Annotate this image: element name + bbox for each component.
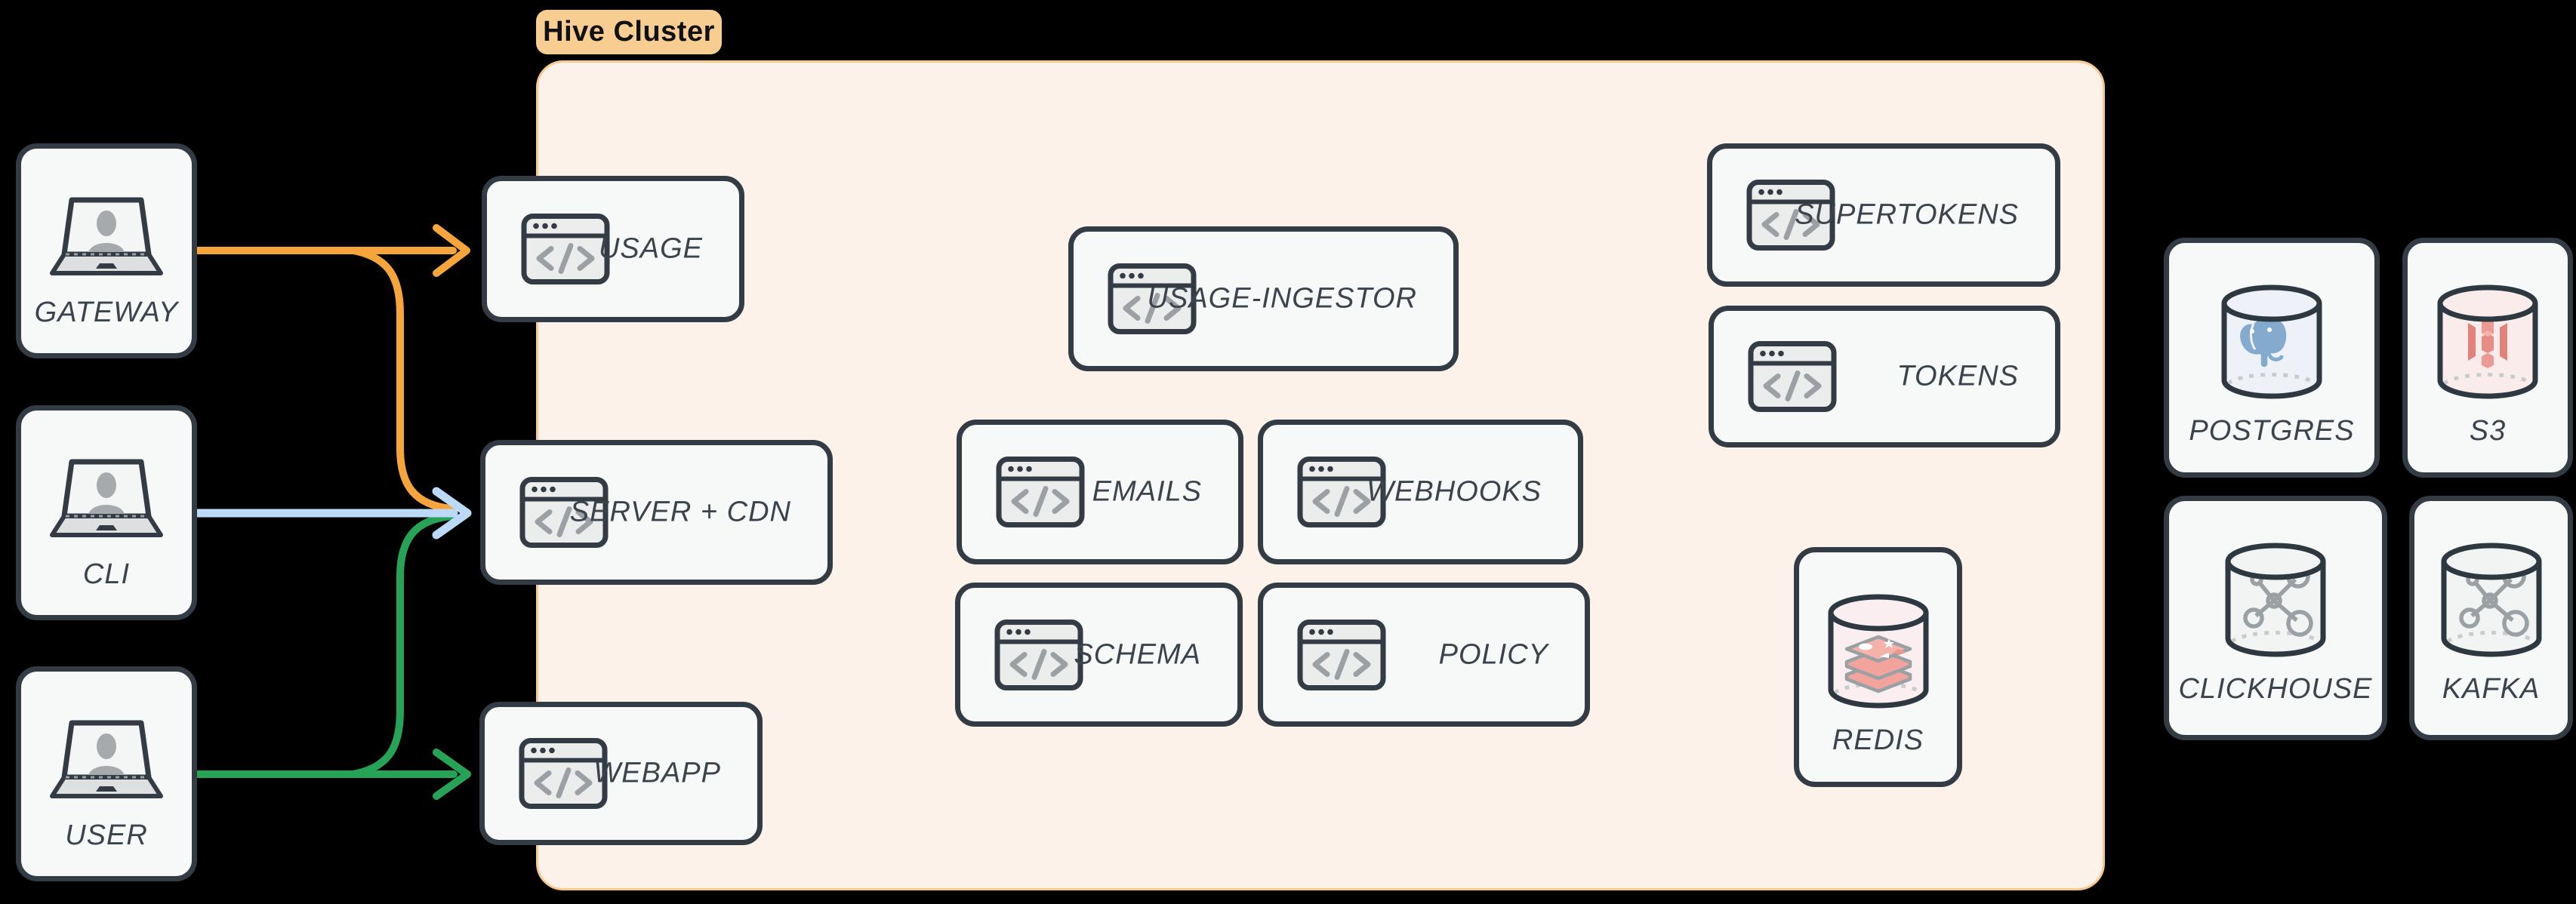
service-node-usage: USAGE	[482, 176, 744, 322]
service-node-supertokens: SUPERTOKENS	[1707, 143, 2060, 287]
cache-label: REDIS	[1832, 724, 1924, 756]
datastore-node-s3: S3	[2402, 238, 2573, 478]
service-label: USAGE	[598, 232, 703, 265]
datastore-label: POSTGRES	[2189, 415, 2355, 447]
service-label: TOKENS	[1897, 360, 2019, 392]
service-label: EMAILS	[1092, 475, 1202, 508]
code-window-icon	[1108, 263, 1197, 335]
code-window-icon	[1297, 457, 1386, 528]
datastore-label: CLICKHOUSE	[2178, 673, 2373, 705]
code-window-icon	[994, 619, 1083, 690]
service-label: SCHEMA	[1074, 638, 1201, 670]
laptop-user-icon	[46, 195, 167, 280]
service-node-emails: EMAILS	[957, 420, 1243, 564]
code-window-icon	[519, 738, 608, 810]
code-window-icon	[1297, 619, 1386, 690]
code-window-icon	[1746, 180, 1835, 251]
datastore-node-postgres: POSTGRES	[2164, 238, 2380, 478]
service-label: POLICY	[1438, 638, 1548, 670]
clickhouse-database-icon	[2223, 542, 2328, 660]
client-node-cli: CLI	[16, 405, 197, 620]
service-label: USAGE-INGESTOR	[1147, 282, 1417, 315]
code-window-icon	[996, 457, 1085, 528]
gateway-to-usage-arrowhead	[433, 224, 470, 277]
cache-node-redis: REDIS	[1794, 547, 1962, 787]
service-label: SERVER + CDN	[569, 496, 791, 528]
code-window-icon	[521, 214, 610, 285]
client-label: USER	[65, 819, 148, 851]
client-node-gateway: GATEWAY	[16, 143, 197, 358]
user-to-webapp-arrowhead	[433, 749, 471, 800]
kafka-database-icon	[2439, 542, 2544, 660]
postgres-database-icon	[2219, 284, 2325, 401]
cli-to-server-arrowhead	[432, 487, 472, 540]
s3-database-icon	[2435, 284, 2541, 401]
cluster-label: Hive Cluster	[543, 16, 715, 48]
laptop-user-icon	[46, 457, 167, 542]
datastore-node-clickhouse: CLICKHOUSE	[2164, 496, 2387, 740]
service-node-usage-ingestor: USAGE-INGESTOR	[1068, 226, 1459, 371]
service-label: WEBAPP	[593, 757, 721, 789]
client-node-user: USER	[16, 666, 197, 881]
code-window-icon	[519, 477, 609, 549]
service-node-schema: SCHEMA	[955, 583, 1243, 727]
laptop-user-icon	[46, 718, 167, 803]
client-label: CLI	[82, 558, 131, 590]
redis-database-icon	[1826, 593, 1931, 711]
service-node-server-cdn: SERVER + CDN	[480, 440, 833, 585]
service-node-webapp: WEBAPP	[479, 702, 763, 845]
datastore-label: KAFKA	[2442, 673, 2541, 705]
user-to-server-branch-arrow	[350, 512, 454, 778]
cluster-label-badge: Hive Cluster	[536, 10, 722, 54]
datastore-node-kafka: KAFKA	[2409, 496, 2573, 740]
code-window-icon	[1748, 341, 1837, 413]
service-node-webhooks: WEBHOOKS	[1258, 420, 1583, 564]
service-label: SUPERTOKENS	[1795, 198, 2019, 231]
service-node-tokens: TOKENS	[1709, 306, 2060, 447]
datastore-label: S3	[2469, 415, 2507, 447]
service-label: WEBHOOKS	[1367, 475, 1542, 508]
service-node-policy: POLICY	[1258, 583, 1590, 727]
client-label: GATEWAY	[34, 297, 179, 328]
gateway-to-server-branch-arrow	[350, 247, 454, 512]
